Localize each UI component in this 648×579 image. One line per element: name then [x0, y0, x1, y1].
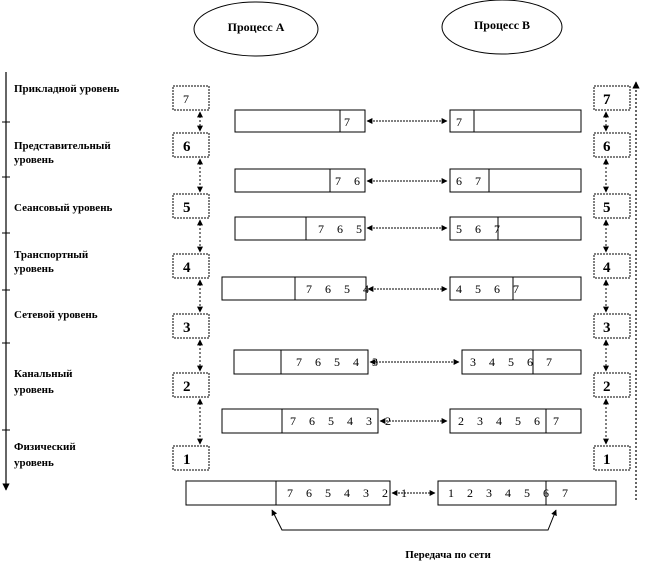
packet-1-left: 7 6 5 4 3 2 1 [287, 486, 412, 500]
network-caption: Передача по сети [405, 549, 491, 561]
right-layer-2-number: 2 [603, 379, 611, 395]
packet-row-3: 7 6 5 4 3 3 4 5 6 7 [233, 349, 582, 375]
right-layer-7-number: 7 [603, 92, 611, 108]
packet-row-4: 7 6 5 4 4 5 6 7 [221, 276, 582, 301]
packet-row-5: 7 6 5 5 6 7 [234, 216, 582, 241]
layer-7-label: Прикладной уровень [14, 83, 120, 95]
left-layer-4-number: 4 [183, 260, 191, 276]
stack-connectors [197, 111, 609, 445]
left-layer-6-number: 6 [183, 139, 191, 155]
packet-7-left: 7 [344, 115, 355, 129]
packet-4-right: 4 5 6 7 [456, 282, 524, 296]
process-b-label: Процесс B [474, 18, 530, 32]
packet-row-6: 7 6 6 7 [234, 168, 582, 193]
process-a: Процесс A [193, 1, 319, 57]
right-layer-4-number: 4 [603, 260, 611, 276]
left-stack [172, 85, 210, 471]
packet-5-right: 5 6 7 [456, 222, 505, 236]
left-layer-1-number: 1 [183, 452, 191, 468]
layer-3-label: Сетевой уровень [14, 309, 98, 321]
packet-row-7: 7 7 [234, 109, 582, 133]
process-a-label: Процесс A [228, 20, 285, 34]
packet-5-left: 7 6 5 [318, 222, 367, 236]
network-transmission-arrow [271, 509, 557, 531]
left-layer-2-number: 2 [183, 379, 191, 395]
right-layer-3-number: 3 [603, 320, 611, 336]
layer-separators [2, 121, 10, 431]
right-layer-1-number: 1 [603, 452, 611, 468]
packet-2-left: 7 6 5 4 3 2 [290, 414, 396, 428]
process-b: Процесс B [441, 0, 563, 55]
packet-row-1: 7 6 5 4 3 2 1 1 2 3 4 5 6 7 [185, 480, 617, 506]
left-layer-5-number: 5 [183, 200, 191, 216]
layer-5-label: Сеансовый уровень [14, 202, 113, 214]
packet-6-right: 6 7 [456, 174, 486, 188]
packet-6-left: 7 6 [335, 174, 365, 188]
packet-7-right: 7 [456, 115, 467, 129]
right-stack [593, 85, 631, 471]
left-layer-3-number: 3 [183, 320, 191, 336]
right-layer-6-number: 6 [603, 139, 611, 155]
right-layer-5-number: 5 [603, 200, 611, 216]
packet-1-right: 1 2 3 4 5 6 7 [448, 486, 573, 500]
packet-3-left: 7 6 5 4 3 [296, 355, 383, 369]
packet-4-left: 7 6 5 4 [306, 282, 374, 296]
packet-2-right: 2 3 4 5 6 7 [458, 414, 564, 428]
left-layer-7-number: 7 [183, 92, 189, 106]
packet-row-2: 7 6 5 4 3 2 2 3 4 5 6 7 [221, 408, 582, 434]
packet-3-right: 3 4 5 6 7 [470, 355, 557, 369]
